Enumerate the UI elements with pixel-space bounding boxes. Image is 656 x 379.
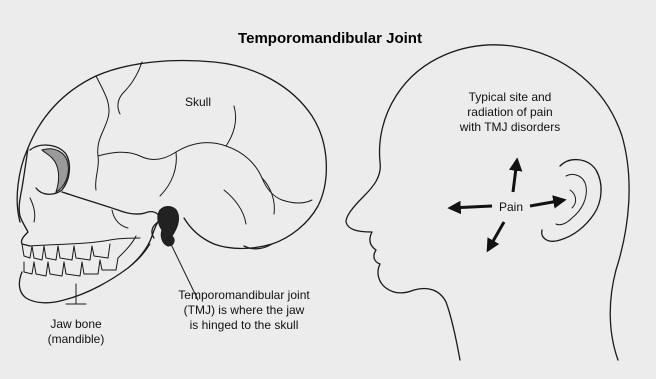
arrow-left-icon [450,206,492,208]
arrow-right-icon [530,200,564,206]
jaw-bone-label: Jaw bone [50,317,102,331]
tmj-label-line-3: is hinged to the skull [190,318,299,332]
mandible [19,214,166,303]
pain-site-line-1: Typical site and [469,90,552,104]
tmj-joint [158,207,179,246]
tmj-label-line-2: (TMJ) is where the jaw [184,303,305,317]
mandible-label: (mandible) [48,332,105,346]
pain-site-line-3: with TMJ disorders [459,120,560,134]
pain-site-line-2: radiation of pain [467,105,552,119]
cranial-sutures [96,76,109,190]
face-profile [19,148,30,246]
skull-drawing [17,61,326,304]
pain-label: Pain [499,200,523,214]
upper-teeth [22,238,140,260]
lower-teeth [24,258,118,276]
ear [542,160,601,242]
arrow-up-icon [513,160,517,192]
skull-label: Skull [185,95,211,109]
diagram-title: Temporomandibular Joint [238,30,422,47]
tmj-label-line-1: Temporomandibular joint [178,288,310,302]
arrow-down-left-icon [488,222,504,250]
